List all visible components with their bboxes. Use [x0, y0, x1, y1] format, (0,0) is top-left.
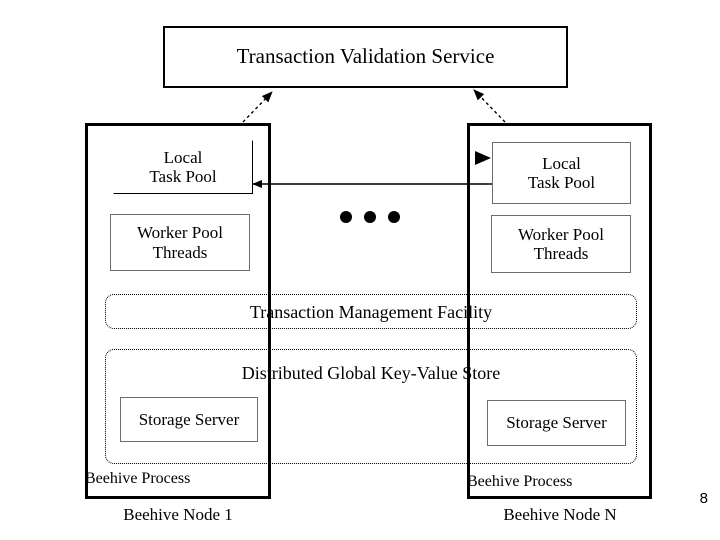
beehive-node-1-caption: Beehive Node 1: [123, 505, 233, 524]
beehive-process-label-right: Beehive Process: [467, 473, 573, 490]
transaction-validation-service-box[interactable]: Transaction Validation Service: [163, 26, 568, 88]
ellipsis-more-nodes-icon: [340, 210, 400, 224]
page-number: 8: [699, 490, 708, 507]
transaction-management-facility-band[interactable]: [105, 294, 637, 329]
beehive-process-label-left: Beehive Process: [85, 470, 191, 487]
local-task-pool-left-line1: Local: [163, 147, 203, 167]
local-task-pool-right-line1: Local: [542, 153, 581, 173]
worker-pool-threads-right[interactable]: Worker Pool Threads: [491, 215, 631, 273]
storage-server-left-label: Storage Server: [138, 409, 240, 429]
transaction-management-facility-label: Transaction Management Facility: [249, 302, 493, 322]
local-task-pool-right-line2: Task Pool: [527, 173, 596, 192]
local-task-pool-right[interactable]: Local Task Pool: [492, 142, 631, 204]
storage-server-left[interactable]: Storage Server: [120, 397, 258, 442]
distributed-global-key-value-store-label: Distributed Global Key-Value Store: [241, 363, 501, 383]
worker-pool-left-line2: Threads: [152, 242, 208, 262]
beehive-node-n-caption: Beehive Node N: [503, 505, 617, 524]
transaction-validation-service-label: Transaction Validation Service: [236, 44, 495, 69]
ellipsis-dot-2: [364, 211, 376, 223]
ellipsis-dot-1: [340, 211, 352, 223]
worker-pool-right-line1: Worker Pool: [518, 224, 604, 244]
right-node-to-validation-arrow: [473, 89, 506, 123]
local-task-pool-left[interactable]: Local Task Pool: [113, 140, 253, 194]
storage-server-right-label: Storage Server: [506, 413, 607, 433]
ellipsis-dot-3: [388, 211, 400, 223]
storage-server-right[interactable]: Storage Server: [487, 400, 626, 446]
local-task-pool-left-line2: Task Pool: [149, 167, 217, 186]
worker-pool-right-line2: Threads: [533, 244, 589, 263]
worker-pool-threads-left[interactable]: Worker Pool Threads: [110, 214, 250, 271]
worker-pool-left-line1: Worker Pool: [137, 223, 223, 243]
left-node-to-validation-arrow: [242, 91, 273, 123]
